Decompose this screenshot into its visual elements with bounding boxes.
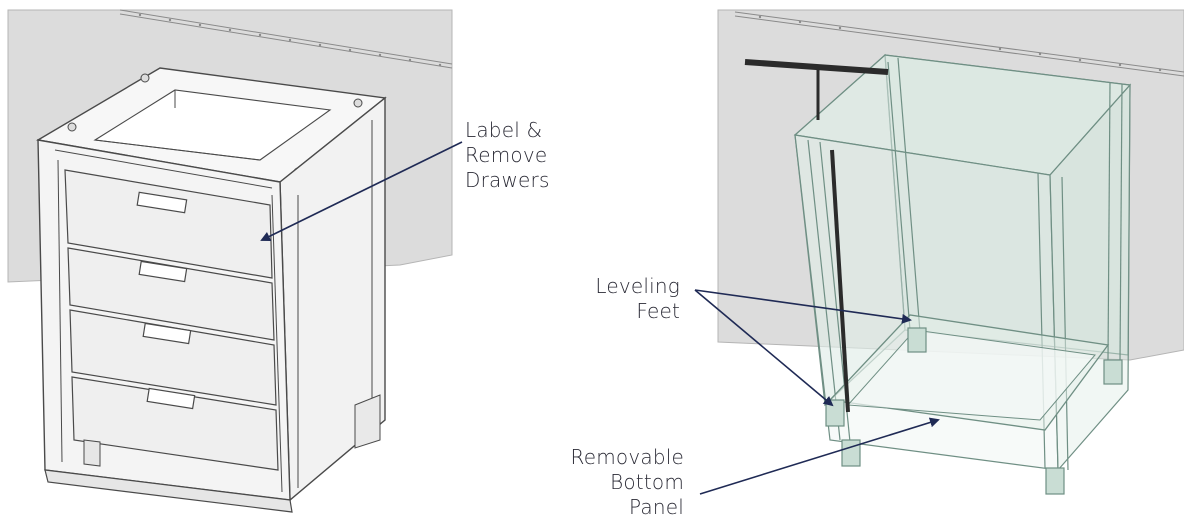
- drawers-arrow: [260, 141, 463, 241]
- cabinet-base: [44, 469, 293, 513]
- frame-cabinet-illustration: [717, 9, 1184, 495]
- feet-arrow-right: [694, 289, 912, 324]
- bolt-hole: [140, 73, 150, 83]
- drawer-handle: [142, 322, 192, 345]
- wall-rail-right: [734, 11, 1184, 77]
- wall-rail-dots-right: [758, 15, 1162, 72]
- leveling-foot: [907, 327, 927, 353]
- bolt-hole: [353, 98, 363, 108]
- side-leg: [354, 394, 381, 449]
- drawer-handle: [136, 191, 188, 214]
- callout-line: Leveling: [595, 274, 680, 298]
- callout-line: Remove: [465, 143, 548, 167]
- callout-line: Panel: [629, 495, 684, 519]
- front-frame-right: [271, 194, 283, 493]
- bolt-hole: [67, 122, 77, 132]
- front-frame-left: [57, 159, 63, 463]
- wall-rail-left: [119, 9, 453, 69]
- callout-line: Label &: [465, 118, 543, 142]
- callout-line: Bottom: [610, 470, 684, 494]
- leveling-tool-rod: [830, 149, 850, 413]
- drawer-cabinet-illustration: [7, 9, 453, 513]
- drawer: [69, 309, 277, 406]
- drawer: [64, 169, 273, 279]
- front-frame-top: [54, 149, 273, 189]
- leveling-foot: [825, 399, 845, 427]
- drawer: [67, 247, 275, 341]
- drawer-handle: [138, 260, 188, 283]
- label-remove-drawers-callout: Label & Remove Drawers: [465, 118, 550, 193]
- leveling-foot: [1045, 467, 1065, 495]
- top-rail-inner: [94, 139, 261, 161]
- leveling-foot: [841, 439, 861, 467]
- leveling-feet-callout: Leveling Feet: [560, 274, 680, 324]
- feet-arrow-left: [694, 289, 834, 407]
- drawer-handle: [146, 387, 196, 410]
- panel-arrow: [699, 417, 940, 495]
- callout-line: Feet: [636, 299, 680, 323]
- wall-rail-dots-left: [138, 13, 442, 67]
- cabinet-leg: [83, 439, 101, 467]
- removable-bottom-panel-callout: Removable Bottom Panel: [520, 445, 684, 520]
- drawer: [71, 376, 279, 471]
- callout-line: Drawers: [465, 168, 550, 192]
- leveling-foot: [1103, 359, 1123, 385]
- callout-line: Removable: [570, 445, 684, 469]
